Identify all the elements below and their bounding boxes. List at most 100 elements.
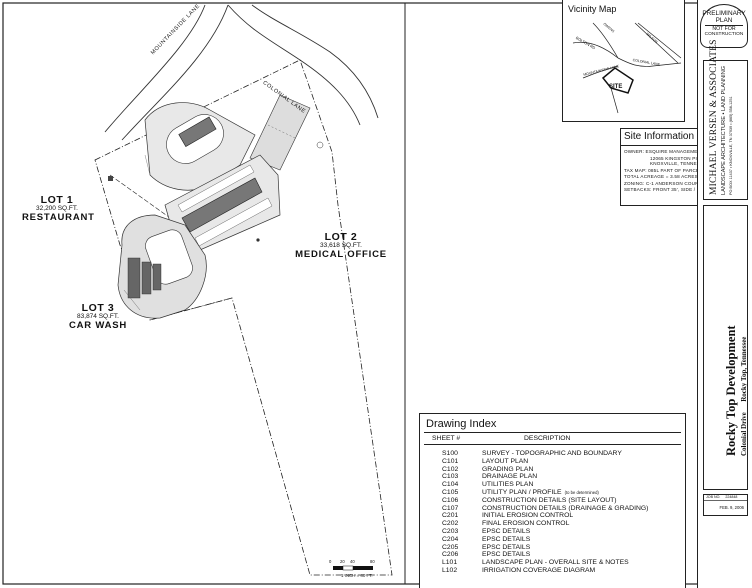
project-block: Rocky Top Development Colonial Drive Roc… — [703, 205, 748, 490]
firm-subtitle: LANDSCAPE ARCHITECTURE • LAND PLANNING — [721, 65, 727, 195]
site-info-address1: 12065 KINGSTON PIKE — [650, 155, 704, 161]
sheet-description: CONSTRUCTION DETAILS (DRAINAGE & GRADING… — [482, 504, 649, 512]
firm-address: PO BOX 11437 • KNOXVILLE, TN 37939 • (86… — [729, 96, 733, 195]
lot2-site-features — [164, 154, 281, 251]
table-row: C206 EPSC DETAILS — [420, 551, 685, 559]
sheet-number: C202 — [442, 520, 459, 528]
sheet-description: LANDSCAPE PLAN - OVERALL SITE & NOTES — [482, 559, 629, 567]
site-info-owner: OWNER: ESQUIRE MANAGEMENT LLC — [624, 149, 715, 154]
sheet-description: CONSTRUCTION DETAILS (SITE LAYOUT) — [482, 496, 617, 504]
lot2-title: LOT 2 — [324, 231, 358, 243]
table-row: C104 UTILITIES PLAN — [420, 481, 685, 489]
sheet-number: C204 — [442, 535, 459, 543]
sheet-description: SURVEY - TOPOGRAPHIC AND BOUNDARY — [482, 450, 622, 457]
lot2-label: LOT 2 33,618 SQ.FT. MEDICAL OFFICE — [290, 231, 392, 260]
sheet-note: (to be determined) — [564, 489, 599, 495]
sheet-description: GRADING PLAN — [482, 465, 534, 473]
graphic-scale-bar — [333, 565, 373, 571]
table-row: C107 CONSTRUCTION DETAILS (DRAINAGE & GRA… — [420, 505, 685, 513]
sheet-number: C105 — [442, 488, 459, 496]
table-row: C204 EPSC DETAILS — [420, 536, 685, 544]
sheet-number: C205 — [442, 543, 459, 551]
site-info-acreage: TOTAL ACREAGE = 3.58 ACRES — [624, 174, 698, 180]
vicinity-map-drawing — [572, 22, 682, 114]
table-row: C101 LAYOUT PLAN — [420, 458, 685, 466]
table-row: C102 GRADING PLAN — [420, 466, 685, 474]
sheet-info-block: JOB NO. 224848 FEB. 9, 2006 — [703, 494, 748, 516]
lot3-label: LOT 3 83,874 SQ.FT. CAR WASH — [58, 302, 138, 331]
job-no-row: JOB NO. 224848 — [704, 495, 747, 501]
sheet-number: C203 — [442, 527, 459, 535]
scale-tick-0: 0 — [329, 559, 332, 564]
sheet-description: UTILITY PLAN / PROFILE — [482, 488, 562, 496]
sheet-description: FINAL EROSION CONTROL — [482, 520, 570, 528]
sheet-description: EPSC DETAILS — [482, 535, 531, 543]
lot3-area: 83,874 SQ.FT. — [77, 313, 119, 321]
sheet-description: LAYOUT PLAN — [482, 457, 529, 465]
vicinity-map-panel: Vicinity Map BOLTON RD MOUNTAINSIDE LANE… — [562, 0, 685, 122]
table-row: C105 UTILITY PLAN / PROFILE(to be determi… — [420, 489, 685, 497]
site-info-setbacks: SETBACKS: FRONT 35', SIDE / REAR PER COD… — [624, 187, 738, 193]
stamp-line2: PLAN — [715, 17, 733, 24]
job-no-value: 224848 — [725, 495, 738, 499]
col-sheet-header: SHEET # — [432, 435, 461, 442]
sheet-number: C201 — [442, 512, 459, 520]
sheet-number: C106 — [442, 496, 459, 504]
sheet-number: L102 — [442, 566, 458, 574]
sheet-number: C107 — [442, 504, 459, 512]
sheet-description: EPSC DETAILS — [482, 543, 531, 551]
sheet-number: C101 — [442, 457, 459, 465]
table-row: S100 SURVEY - TOPOGRAPHIC AND BOUNDARY — [420, 450, 685, 458]
stamp-line3: NOT FOR — [705, 25, 743, 32]
sheet-number: C103 — [442, 473, 459, 481]
scale-tick-20: 20 — [340, 559, 345, 564]
lot1-label: LOT 1 32,200 SQ.FT. RESTAURANT — [22, 194, 95, 223]
site-info-zoning: ZONING: C-1 ANDERSON COUNTY — [624, 180, 705, 186]
scale-tick-80: 80 — [370, 559, 375, 564]
vicinity-site-label: SITE — [609, 84, 623, 90]
col-desc-header: DESCRIPTION — [524, 435, 571, 442]
site-info-address2: KNOXVILLE, TENNESSEE 37922 — [650, 160, 726, 166]
table-row: C202 FINAL EROSION CONTROL — [420, 520, 685, 528]
lot1-site-features — [108, 102, 324, 191]
scale-note: 1 INCH = 40 FT. — [341, 573, 373, 578]
lot3-use: CAR WASH — [68, 319, 128, 331]
lot2-use: MEDICAL OFFICE — [295, 248, 387, 260]
table-row: C106 CONSTRUCTION DETAILS (SITE LAYOUT) — [420, 497, 685, 505]
project-title: Rocky Top Development — [724, 325, 738, 456]
drawing-index-panel: Drawing Index SHEET # DESCRIPTION S100 SU… — [419, 413, 686, 588]
stamp-line1: PRELIMINARY — [702, 10, 746, 17]
table-row: C201 INITIAL EROSION CONTROL — [420, 512, 685, 520]
lot1-title: LOT 1 — [40, 194, 74, 206]
site-info-body: OWNER: ESQUIRE MANAGEMENT LLC 12065 KING… — [621, 146, 738, 197]
lot3-site-features — [117, 214, 207, 319]
lot2-area: 33,618 SQ.FT. — [320, 242, 362, 250]
lot3-title: LOT 3 — [81, 302, 115, 314]
drawing-index-title: Drawing Index — [426, 418, 497, 430]
firm-block: MICHAEL VERSEN & ASSOCIATES LANDSCAPE AR… — [703, 39, 748, 200]
sheet-description: INITIAL EROSION CONTROL — [482, 512, 574, 520]
lot1-use: RESTAURANT — [22, 211, 95, 223]
road-mountainside-lane — [104, 4, 229, 141]
table-row: C203 EPSC DETAILS — [420, 528, 685, 536]
job-no-label: JOB NO. — [706, 495, 721, 499]
sheet-description: EPSC DETAILS — [482, 551, 531, 559]
sheet-number: L101 — [442, 559, 458, 567]
sheet-number: C206 — [442, 551, 459, 559]
sheet-number: S100 — [442, 450, 458, 457]
site-info-title: Site Information — [621, 129, 716, 146]
table-row: L101 LANDSCAPE PLAN - OVERALL SITE & NOTE… — [420, 559, 685, 567]
project-subtitle: Colonial Drive Rocky Top, Tennessee — [740, 336, 748, 456]
firm-name: MICHAEL VERSEN & ASSOCIATES — [709, 39, 719, 195]
sheet-description: EPSC DETAILS — [482, 527, 531, 535]
sheet-description: UTILITIES PLAN — [482, 481, 534, 489]
stamp-line4: CONSTRUCTION — [704, 32, 744, 37]
sheet-number: C102 — [442, 465, 459, 473]
sheet-date: FEB. 9, 2006 — [719, 505, 744, 510]
sheet-number: C104 — [442, 481, 459, 489]
drawing-index-header: SHEET # DESCRIPTION — [424, 432, 681, 445]
